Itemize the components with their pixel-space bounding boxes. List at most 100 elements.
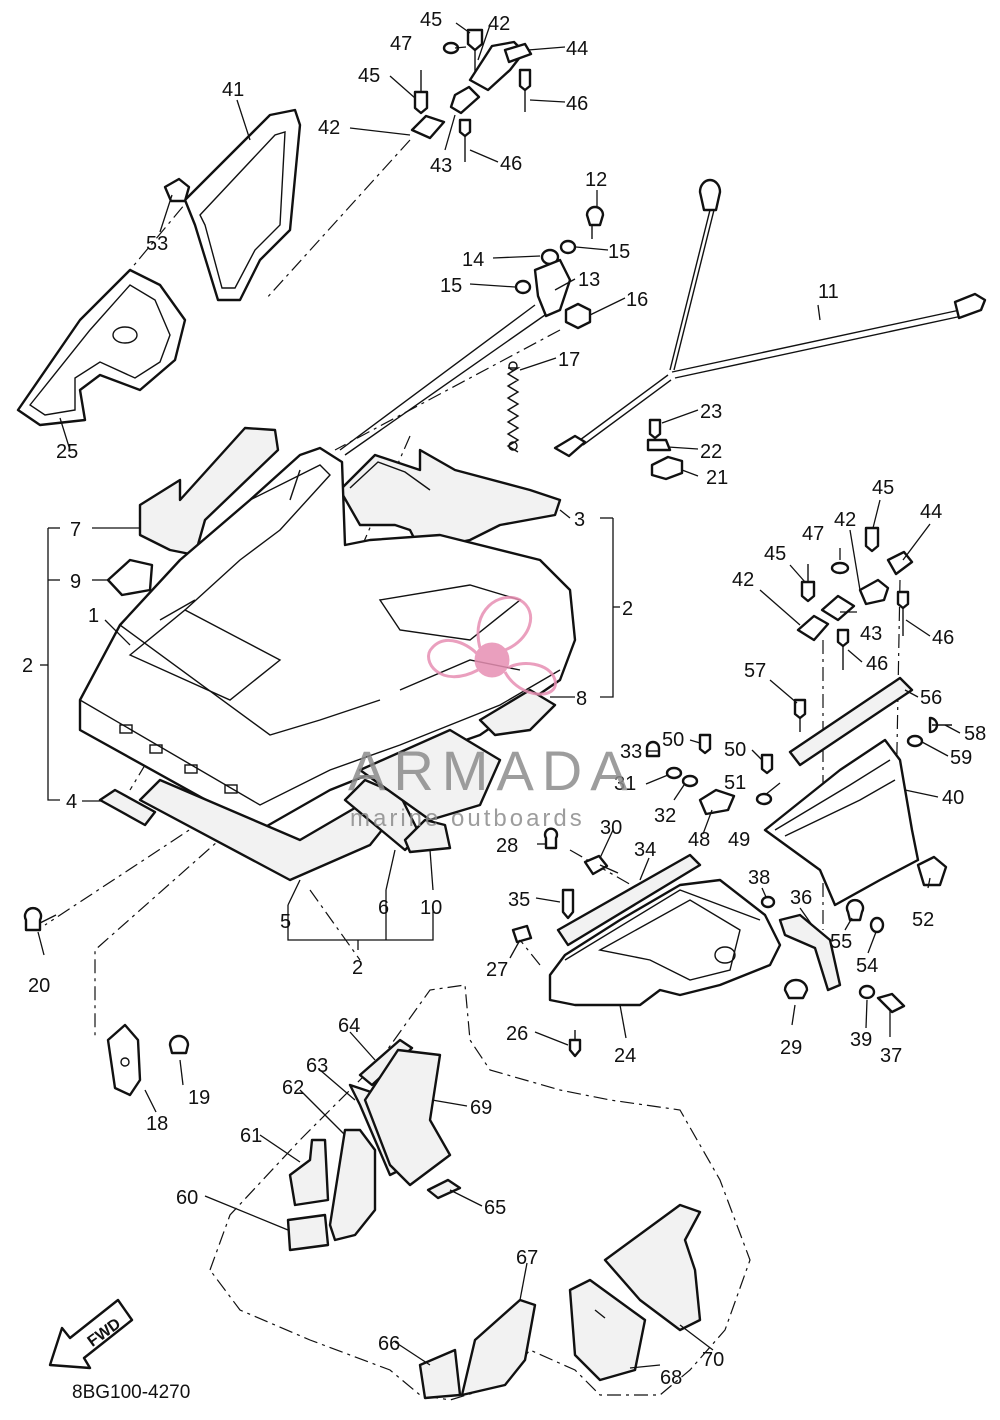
callout-45: 45: [420, 9, 442, 31]
callout-12: 12: [585, 169, 607, 191]
callout-45: 45: [358, 65, 380, 87]
callout-62: 62: [282, 1077, 304, 1099]
callout-42: 42: [834, 509, 856, 531]
callout-4: 4: [66, 791, 77, 813]
callout-15: 15: [440, 275, 462, 297]
callout-36: 36: [790, 887, 812, 909]
callout-1: 1: [88, 605, 99, 627]
cover-piece-25: [16, 268, 187, 427]
callout-32: 32: [654, 805, 676, 827]
callout-23: 23: [700, 401, 722, 423]
callout-47: 47: [390, 33, 412, 55]
callout-46: 46: [932, 627, 954, 649]
callout-3: 3: [574, 509, 585, 531]
callout-55: 55: [830, 931, 852, 953]
callout-46: 46: [566, 93, 588, 115]
callout-52: 52: [912, 909, 934, 931]
pads-4-10: [98, 688, 557, 882]
callout-44: 44: [566, 38, 588, 60]
callout-50: 50: [724, 739, 746, 761]
callout-69: 69: [470, 1097, 492, 1119]
callout-45: 45: [764, 543, 786, 565]
callout-70: 70: [702, 1349, 724, 1371]
callout-50: 50: [662, 729, 684, 751]
callout-47: 47: [802, 523, 824, 545]
callout-66: 66: [378, 1333, 400, 1355]
callout-6: 6: [378, 897, 389, 919]
callout-5: 5: [280, 911, 291, 933]
fwd-arrow: FWD: [48, 1298, 134, 1370]
tray-24-group: [511, 733, 948, 1058]
armada-watermark-logo: ARMADA marine outboards: [348, 596, 636, 832]
callout-63: 63: [306, 1055, 328, 1077]
panel-41: [163, 108, 302, 302]
callout-61: 61: [240, 1125, 262, 1147]
diagram-code: 8BG100-4270: [72, 1382, 190, 1403]
callout-26: 26: [506, 1023, 528, 1045]
callout-40: 40: [942, 787, 964, 809]
callout-14: 14: [462, 249, 484, 271]
callout-53: 53: [146, 233, 168, 255]
propeller-icon: [427, 596, 557, 696]
cable-11: [553, 178, 987, 458]
watermark-tagline: marine outboards: [350, 805, 585, 832]
callout-9: 9: [70, 571, 81, 593]
callout-58: 58: [964, 723, 986, 745]
callout-2: 2: [352, 957, 363, 979]
side-panel-40: [763, 738, 920, 907]
callout-18: 18: [146, 1113, 168, 1135]
callout-64: 64: [338, 1015, 360, 1037]
callout-28: 28: [496, 835, 518, 857]
callout-8: 8: [576, 688, 587, 710]
callout-30: 30: [600, 817, 622, 839]
foam-pads-60-70: [286, 1038, 702, 1400]
callout-42: 42: [732, 569, 754, 591]
callout-56: 56: [920, 687, 942, 709]
callout-13: 13: [578, 269, 600, 291]
callout-24: 24: [614, 1045, 636, 1067]
callout-44: 44: [920, 501, 942, 523]
callout-10: 10: [420, 897, 442, 919]
callout-15: 15: [608, 241, 630, 263]
callout-31: 31: [614, 773, 636, 795]
strip-56-group: [788, 676, 952, 767]
small-parts-21-23: [646, 418, 684, 481]
spring-17: [506, 361, 521, 453]
callout-37: 37: [880, 1045, 902, 1067]
callout-2: 2: [22, 655, 33, 677]
callout-19: 19: [188, 1087, 210, 1109]
pad-3: [338, 448, 562, 552]
callout-35: 35: [508, 889, 530, 911]
callout-16: 16: [626, 289, 648, 311]
callout-46: 46: [866, 653, 888, 675]
callout-54: 54: [856, 955, 878, 977]
callout-60: 60: [176, 1187, 198, 1209]
callout-2: 2: [622, 598, 633, 620]
callout-7: 7: [70, 519, 81, 541]
pads-7-9: [106, 426, 280, 597]
callout-67: 67: [516, 1247, 538, 1269]
callout-21: 21: [706, 467, 728, 489]
leader-lines: [37, 22, 961, 1369]
linkage-group: [339, 205, 605, 456]
callout-17: 17: [558, 349, 580, 371]
callout-45: 45: [872, 477, 894, 499]
callout-34: 34: [634, 839, 656, 861]
callout-65: 65: [484, 1197, 506, 1219]
callout-41: 41: [222, 79, 244, 101]
bracket-18-group: [23, 907, 190, 1097]
callout-25: 25: [56, 441, 78, 463]
callout-46: 46: [500, 153, 522, 175]
callout-42: 42: [318, 117, 340, 139]
callout-29: 29: [780, 1037, 802, 1059]
callout-68: 68: [660, 1367, 682, 1389]
callout-59: 59: [950, 747, 972, 769]
callout-51: 51: [724, 772, 746, 794]
callout-22: 22: [700, 441, 722, 463]
callout-11: 11: [818, 281, 839, 303]
callout-27: 27: [486, 959, 508, 981]
watermark-brand: ARMADA: [348, 739, 636, 802]
callout-49: 49: [728, 829, 750, 851]
